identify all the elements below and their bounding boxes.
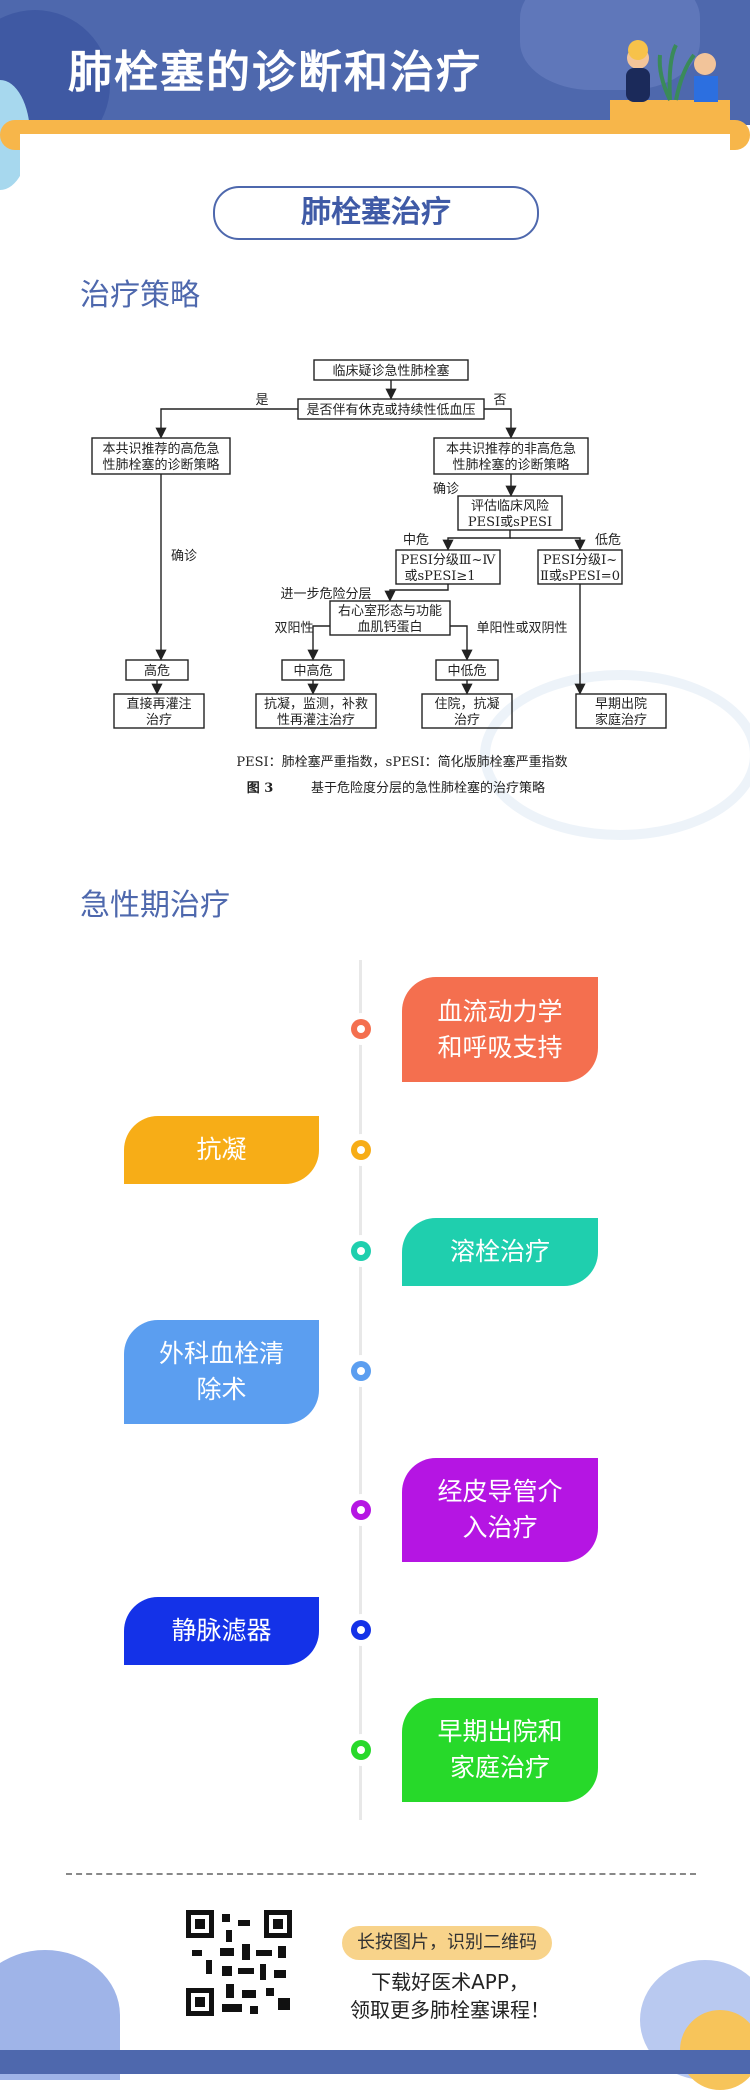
node-t3-2: 治疗 — [454, 713, 480, 728]
figure-caption: 基于危险度分层的急性肺栓塞的治疗策略 — [311, 780, 545, 796]
footer-line1: 下载好医术APP， — [371, 1970, 529, 1994]
label-further: 进一步危险分层 — [280, 587, 371, 602]
timeline-node — [345, 1734, 377, 1766]
footer-divider — [66, 1873, 696, 1875]
timeline-node — [345, 1494, 377, 1526]
node-assess-1: 评估临床风险 — [471, 499, 549, 514]
node-t4-2: 家庭治疗 — [595, 712, 647, 728]
node-shock: 是否伴有休克或持续性低血压 — [306, 403, 475, 418]
label-confirm-right: 确诊 — [433, 482, 459, 497]
node-midlow: 中低危 — [447, 664, 486, 679]
label-mid-risk: 中危 — [403, 533, 429, 548]
node-t4-1: 早期出院 — [595, 697, 647, 712]
watermark — [480, 670, 750, 840]
label-both-positive: 双阳性 — [274, 621, 313, 636]
timeline-node — [345, 1134, 377, 1166]
treatment-thrombolysis: 溶栓治疗 — [402, 1218, 598, 1286]
node-t2-1: 抗凝，监测，补救 — [264, 696, 368, 712]
treatment-early-discharge: 早期出院和家庭治疗 — [402, 1698, 598, 1802]
node-rv-1: 右心室形态与功能 — [338, 603, 442, 619]
treatment-catheter: 经皮导管介入治疗 — [402, 1458, 598, 1562]
flowchart-svg: 临床疑诊急性肺栓塞 是否伴有休克或持续性低血压 是 否 本共识推荐的高危急 性肺… — [91, 359, 667, 796]
acute-subtitle: 急性期治疗 — [80, 888, 230, 923]
flowchart-note: PESI：肺栓塞严重指数，sPESI：简化版肺栓塞严重指数 — [236, 754, 567, 770]
node-pesi-mid-1: PESI分级Ⅲ~Ⅳ — [401, 553, 497, 568]
label-yes: 是 — [255, 393, 268, 408]
label-confirm-left: 确诊 — [171, 549, 197, 564]
timeline-node — [345, 1355, 377, 1387]
strategy-subtitle: 治疗策略 — [80, 278, 200, 313]
timeline-node — [345, 1013, 377, 1045]
figure-label: 图 3 — [247, 781, 274, 796]
node-midhigh: 中高危 — [293, 663, 332, 679]
node-nonhigh-strategy-2: 性肺栓塞的诊断策略 — [452, 457, 569, 473]
label-low-risk: 低危 — [595, 533, 621, 548]
footer-line2: 领取更多肺栓塞课程！ — [350, 1998, 550, 2022]
header-banner: 肺栓塞的诊断和治疗 — [0, 0, 750, 125]
people-illustration — [610, 40, 730, 120]
node-high-strategy-2: 性肺栓塞的诊断策略 — [102, 457, 219, 473]
node-pesi-mid-2: 或sPESI≥1 — [404, 569, 475, 584]
footer-bar — [0, 2050, 750, 2074]
box-t4 — [575, 693, 667, 729]
timeline-node — [345, 1614, 377, 1646]
node-t1-2: 治疗 — [146, 713, 172, 728]
treatment-surgical-embolectomy: 外科血栓清除术 — [124, 1320, 319, 1424]
timeline-node — [345, 1235, 377, 1267]
node-pesi-low-1: PESI分级Ⅰ~ — [543, 553, 617, 568]
node-t2-2: 性再灌注治疗 — [277, 713, 355, 728]
timeline-line — [359, 960, 362, 1820]
label-single-positive: 单阳性或双阴性 — [476, 621, 567, 636]
node-high: 高危 — [144, 663, 170, 679]
qr-code[interactable] — [186, 1910, 292, 2016]
node-assess-2: PESI或sPESI — [468, 515, 552, 530]
qr-hint-chip: 长按图片，识别二维码 — [342, 1926, 552, 1960]
treatment-anticoagulation: 抗凝 — [124, 1116, 319, 1184]
label-no: 否 — [493, 393, 506, 408]
treatment-hemodynamic: 血流动力学和呼吸支持 — [402, 977, 598, 1082]
treatment-vena-cava-filter: 静脉滤器 — [124, 1597, 319, 1665]
node-t1-1: 直接再灌注 — [126, 696, 191, 712]
section-title: 肺栓塞治疗 — [213, 186, 539, 240]
node-nonhigh-strategy-1: 本共识推荐的非高危急 — [446, 441, 576, 457]
node-suspected: 临床疑诊急性肺栓塞 — [332, 363, 449, 379]
node-t3-1: 住院，抗凝 — [434, 696, 499, 712]
node-rv-2: 血肌钙蛋白 — [357, 619, 422, 635]
treatment-flowchart: 临床疑诊急性肺栓塞 是否伴有休克或持续性低血压 是 否 本共识推荐的高危急 性肺… — [80, 350, 670, 810]
node-high-strategy-1: 本共识推荐的高危急 — [102, 441, 219, 457]
page-title: 肺栓塞的诊断和治疗 — [68, 47, 482, 98]
node-pesi-low-2: Ⅱ或sPESI=0 — [540, 569, 620, 584]
